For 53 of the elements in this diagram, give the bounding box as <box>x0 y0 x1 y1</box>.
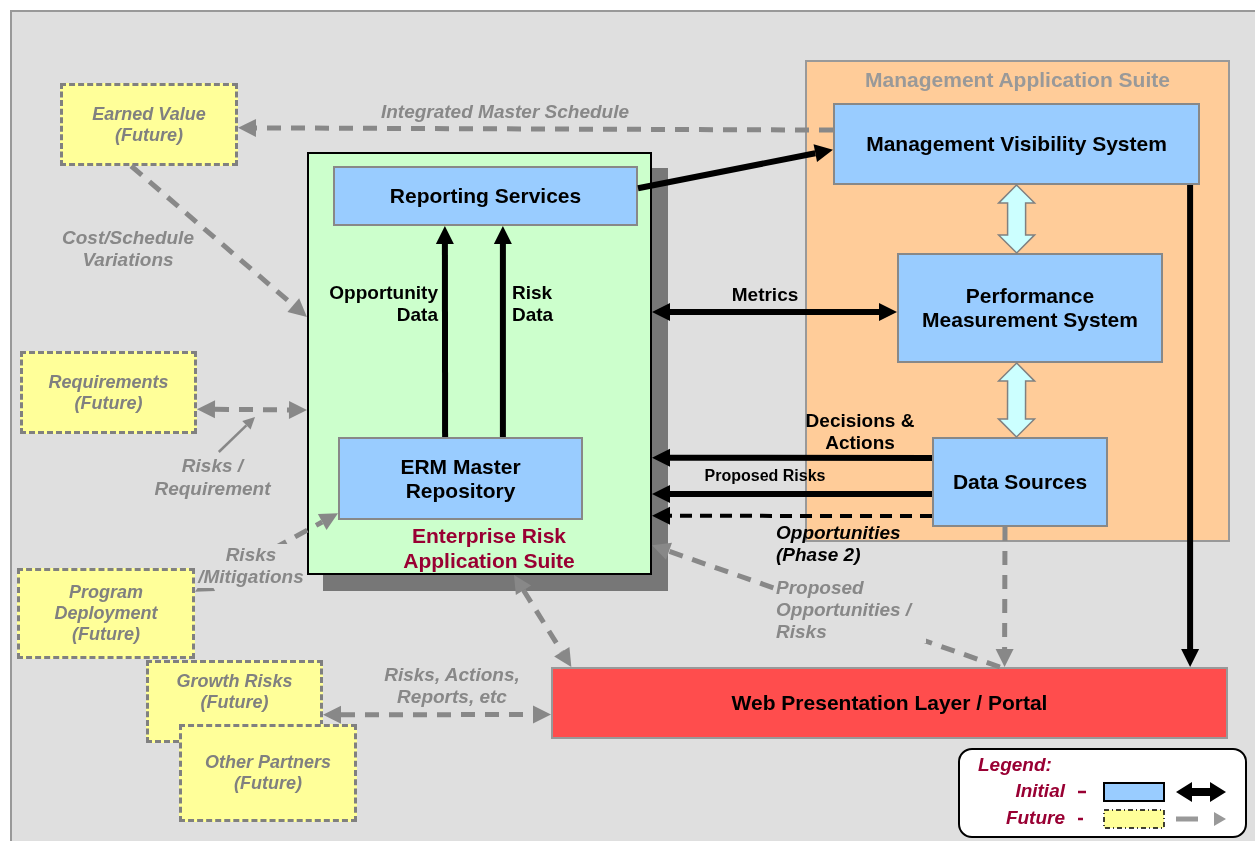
arrow <box>197 400 307 419</box>
legend-label: Initial <box>1015 780 1065 802</box>
arrow <box>435 226 454 437</box>
portal-bar <box>551 667 1228 739</box>
arrow <box>238 118 833 137</box>
box-label: Data Sources <box>951 470 1089 494</box>
arrow <box>129 164 307 317</box>
arrow <box>513 575 572 667</box>
arrow <box>652 485 932 503</box>
future-system-box <box>179 724 357 822</box>
box-label: Earned Value (Future) <box>91 103 207 146</box>
edge-label: Risk Data <box>512 282 555 326</box>
system-box <box>897 253 1163 363</box>
edge-label: Risks, Actions, Reports, etc <box>383 664 521 708</box>
future-system-box <box>60 83 238 166</box>
arrow <box>652 506 932 525</box>
edge-label: Proposed Risks <box>703 467 827 486</box>
system-box <box>333 166 638 226</box>
arrow <box>323 705 551 724</box>
panel-heading: Management Application Suite <box>864 68 1171 92</box>
arrow <box>493 226 512 437</box>
arrow <box>995 527 1014 667</box>
edge-label: Cost/Schedule Variations <box>61 227 195 271</box>
future-system-box <box>20 351 197 434</box>
arrow <box>652 302 897 321</box>
box-label: Management Visibility System <box>865 132 1168 156</box>
edge-label: Risks /Mitigations <box>196 544 306 588</box>
box-label: Program Deployment (Future) <box>53 582 159 645</box>
arrow <box>652 448 932 467</box>
edge-label: Decisions & Actions <box>804 410 916 454</box>
box-label: Web Presentation Layer / Portal <box>731 691 1048 715</box>
box-label: Other Partners (Future) <box>203 752 332 794</box>
edge-label: Metrics <box>730 284 800 306</box>
box-label: ERM Master Repository <box>399 454 522 503</box>
legend-label: Future <box>1005 807 1065 829</box>
box-label: Growth Risks (Future) <box>175 671 294 713</box>
legend-title: Legend: <box>978 754 1052 776</box>
block-arrow <box>996 361 1037 439</box>
system-box <box>833 103 1200 185</box>
leader-line <box>217 416 255 453</box>
system-box <box>932 437 1108 527</box>
box-label: Performance Measurement System <box>921 284 1139 332</box>
box-label: Requirements (Future) <box>47 371 170 414</box>
edge-label: Opportunity Data <box>328 282 438 326</box>
block-arrow <box>996 183 1037 255</box>
system-box <box>338 437 583 520</box>
flow-label: Risks / Requirement <box>150 452 275 504</box>
box-label: Reporting Services <box>388 184 583 208</box>
edge-label: Integrated Master Schedule <box>379 101 631 123</box>
arrow <box>1181 185 1200 667</box>
future-system-box <box>17 568 195 659</box>
panel-heading: Enterprise Risk Application Suite <box>402 522 576 573</box>
edge-label: Opportunities (Phase 2) <box>776 522 902 566</box>
